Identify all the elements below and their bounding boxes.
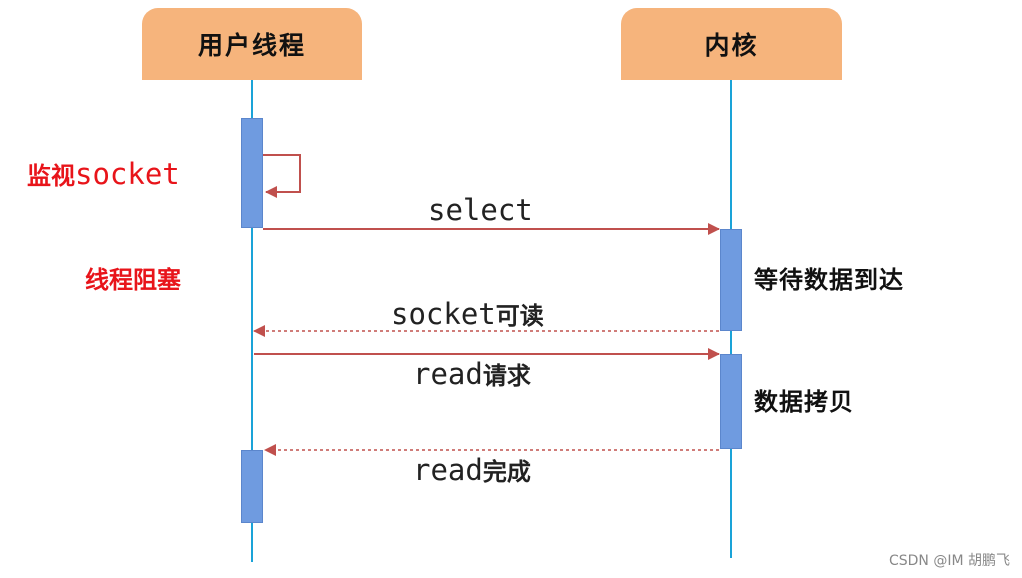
user-activation-select: [241, 118, 263, 228]
read-done-label: read完成: [413, 456, 531, 485]
select-message-label: select: [428, 196, 533, 225]
copy-data-label: 数据拷贝: [754, 388, 854, 416]
user-thread-title: 用户线程: [197, 31, 306, 60]
user-thread-lifeline: [251, 80, 253, 562]
user-thread-header: 用户线程: [142, 8, 362, 80]
select-text: select: [428, 193, 533, 227]
kernel-activation-copy: [720, 354, 742, 449]
socket-readable-label: socket可读: [391, 300, 544, 329]
read-done-suffix: 完成: [482, 458, 531, 486]
read-done-word: read: [413, 453, 483, 487]
readable-socket-word: socket: [391, 297, 496, 331]
read-request-suffix: 请求: [482, 362, 531, 390]
monitor-socket-label: 监视socket: [27, 160, 180, 189]
kernel-header: 内核: [621, 8, 842, 80]
readable-suffix: 可读: [495, 302, 544, 330]
read-request-word: read: [413, 357, 483, 391]
wait-data-label: 等待数据到达: [754, 266, 904, 294]
monitor-prefix: 监视: [27, 162, 75, 190]
kernel-title: 内核: [704, 31, 759, 60]
kernel-activation-wait: [720, 229, 742, 331]
watermark: CSDN @IM 胡鹏飞: [888, 553, 1010, 569]
user-activation-read-done: [241, 450, 263, 523]
self-call-arrow: [263, 154, 301, 198]
monitor-socket-word: socket: [75, 157, 180, 191]
read-request-label: read请求: [413, 360, 531, 389]
thread-blocked-label: 线程阻塞: [85, 266, 181, 294]
